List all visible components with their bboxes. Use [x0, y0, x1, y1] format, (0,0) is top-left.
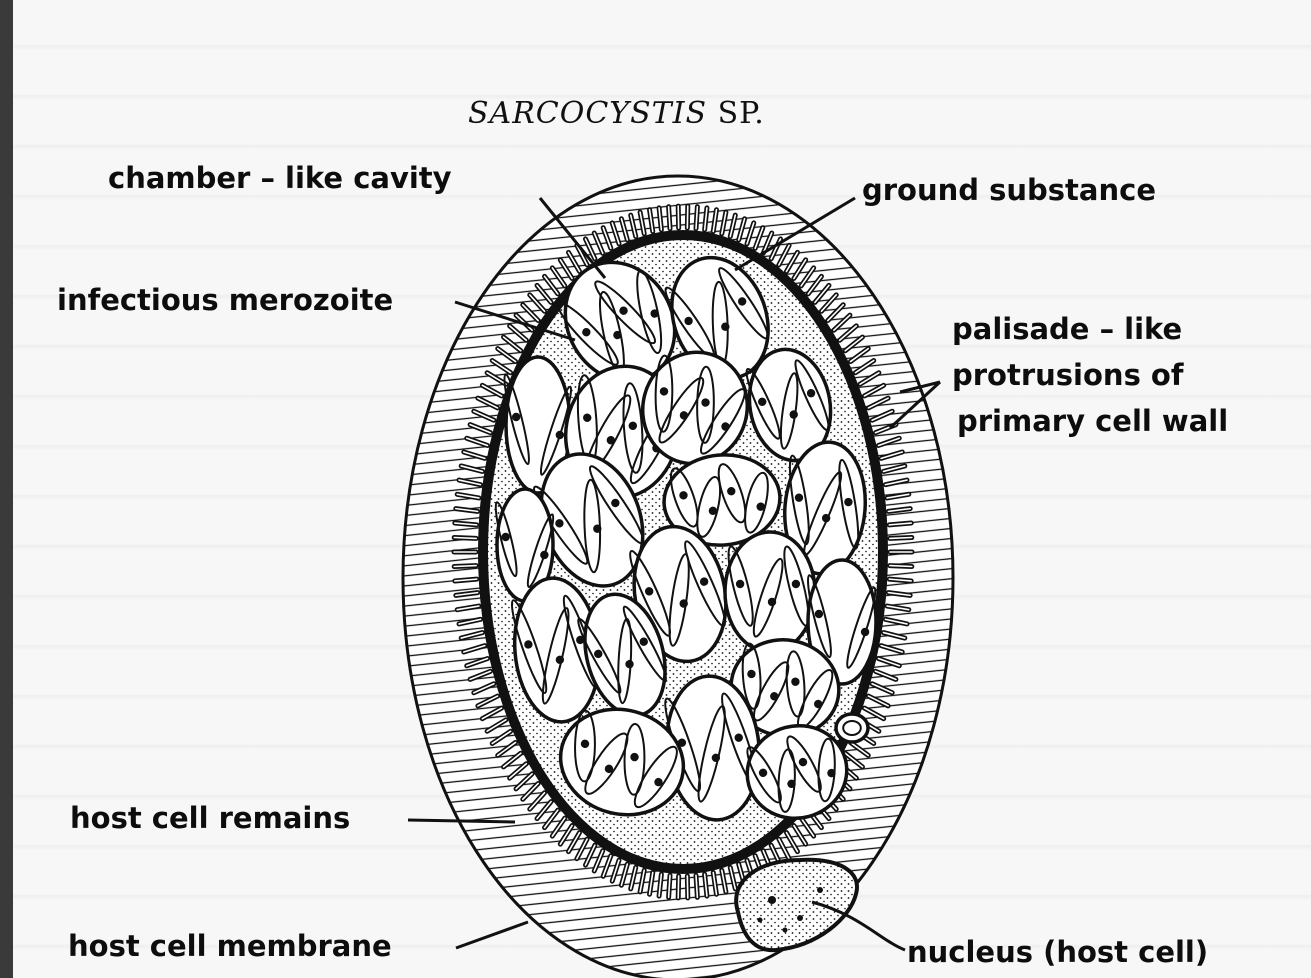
merozoite-nucleus	[540, 551, 548, 559]
label-palisade-line3: primary cell wall	[957, 401, 1228, 441]
chamber	[724, 532, 815, 652]
merozoite-nucleus	[736, 580, 744, 588]
palisade-rod-core	[890, 566, 912, 567]
label-nucleus-host-cell: nucleus (host cell)	[907, 932, 1208, 972]
label-host-cell-remains: host cell remains	[70, 798, 350, 838]
label-palisade-line1: palisade – like	[952, 309, 1182, 349]
label-ground-substance: ground substance	[862, 170, 1156, 210]
pointer-membrane	[456, 922, 528, 948]
pointer-remains	[408, 820, 515, 822]
chamber-wall	[836, 714, 868, 742]
label-palisade-line2: protrusions of	[952, 355, 1183, 395]
chamber-wall	[725, 532, 815, 652]
merozoite-nucleus	[501, 533, 509, 541]
label-host-cell-membrane: host cell membrane	[68, 926, 392, 966]
host-cell-nucleus	[736, 860, 857, 950]
label-chamber-cavity: chamber – like cavity	[108, 158, 452, 198]
chamber	[836, 714, 868, 742]
merozoite-nucleus	[792, 580, 800, 588]
title-genus: SARCOCYSTIS	[468, 96, 707, 131]
merozoite-nucleus	[512, 413, 520, 421]
diagram-title: SARCOCYSTIS SP.	[468, 96, 765, 131]
palisade-rod-core	[454, 538, 476, 539]
label-infectious-merozoite: infectious merozoite	[57, 280, 393, 320]
palisade-rod-core	[454, 566, 476, 567]
merozoite-nucleus	[768, 598, 776, 606]
merozoite-nucleus	[556, 431, 564, 439]
palisade-rod-core	[890, 538, 912, 539]
merozoite-nucleus	[815, 610, 823, 618]
title-suffix: SP.	[718, 96, 765, 131]
merozoite-nucleus	[861, 628, 869, 636]
